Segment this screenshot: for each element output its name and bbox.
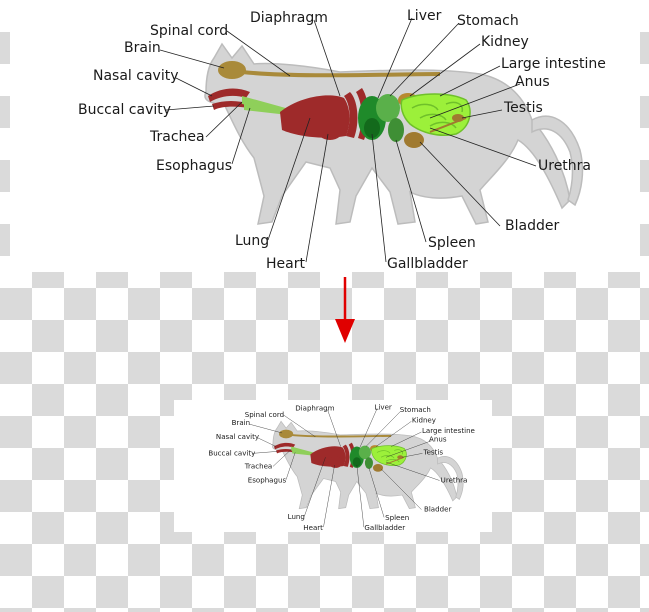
diagram-panel-thumbnail: Spinal cord Diaphragm Liver Stomach Kidn… — [174, 400, 492, 532]
label-trachea: Trachea — [150, 129, 205, 145]
leader-lines — [159, 17, 537, 263]
label-spleen: Spleen — [428, 235, 476, 251]
diagram-panel-full: Spinal cord Diaphragm Liver Stomach Kidn… — [10, 0, 640, 272]
label-stomach: Stomach — [457, 13, 519, 29]
thumb-nasal-cavity-shape — [273, 442, 296, 450]
label-spinal-cord: Spinal cord — [150, 23, 229, 39]
label-liver: Liver — [407, 8, 442, 24]
thumb-organs — [273, 429, 407, 472]
cat-anatomy-diagram: Spinal cord Diaphragm Liver Stomach Kidn… — [10, 0, 640, 272]
thumb-label-diaphragm: Diaphragm — [295, 404, 335, 413]
thumb-cat-illustration — [249, 408, 464, 528]
thumb-label-nasal-cavity: Nasal cavity — [215, 432, 260, 441]
thumb-intestine-coils — [376, 449, 403, 463]
thumbnail-diagram: Spinal cord Diaphragm Liver Stomach Kidn… — [174, 400, 492, 532]
label-buccal-cavity: Buccal cavity — [78, 102, 172, 118]
thumb-heart-shape — [328, 456, 343, 468]
label-bladder: Bladder — [505, 218, 560, 234]
thumb-leader-lines — [249, 408, 440, 528]
label-nasal-cavity: Nasal cavity — [93, 68, 179, 84]
thumb-label-lung: Lung — [287, 513, 305, 521]
label-large-intestine: Large intestine — [501, 56, 606, 72]
thumb-bladder-shape — [372, 464, 384, 472]
brain-shape — [218, 61, 246, 79]
thumb-brain-shape — [279, 429, 294, 439]
intestine-coils — [411, 101, 464, 129]
thumb-label-heart: Heart — [303, 524, 323, 532]
thumb-label-large-intestine: Large intestine — [421, 427, 475, 435]
testis-shape — [452, 114, 464, 122]
organs — [208, 61, 471, 148]
thumb-gallbladder-shape — [352, 457, 361, 467]
thumb-stomach-shape — [358, 445, 371, 460]
bladder-shape — [404, 132, 424, 148]
thumb-label-stomach: Stomach — [399, 406, 431, 415]
thumb-label-esophagus: Esophagus — [247, 476, 287, 485]
label-anus: Anus — [515, 74, 550, 90]
label-heart: Heart — [266, 256, 305, 272]
thumb-label-liver: Liver — [374, 403, 392, 412]
label-brain: Brain — [124, 40, 161, 56]
thumb-label-spinal-cord: Spinal cord — [244, 411, 285, 419]
thumb-diaphragm-shape — [342, 444, 350, 467]
thumb-testis-shape — [397, 455, 404, 460]
label-lung: Lung — [235, 233, 270, 249]
down-arrow-icon — [335, 277, 355, 343]
nasal-cavity-shape — [208, 88, 250, 102]
thumb-label-urethra: Urethra — [440, 476, 468, 485]
heart-shape — [316, 116, 344, 140]
thumb-label-anus: Anus — [429, 435, 447, 444]
label-urethra: Urethra — [538, 158, 592, 174]
cat-illustration — [159, 17, 584, 263]
thumb-label-spleen: Spleen — [385, 513, 410, 522]
thumb-label-trachea: Trachea — [244, 462, 273, 471]
diaphragm-shape — [344, 92, 358, 138]
label-diaphragm: Diaphragm — [250, 10, 328, 26]
label-testis: Testis — [504, 100, 543, 116]
thumb-label-gallbladder: Gallbladder — [364, 524, 406, 532]
stomach-shape — [376, 94, 400, 122]
gallbladder-shape — [364, 118, 380, 138]
label-kidney: Kidney — [481, 34, 529, 50]
cat-anatomy-diagram-thumbnail: Spinal cord Diaphragm Liver Stomach Kidn… — [174, 400, 492, 532]
thumb-label-buccal-cavity: Buccal cavity — [208, 449, 256, 458]
thumb-label-brain: Brain — [231, 419, 251, 428]
thumb-spleen-shape — [364, 457, 373, 469]
cat-silhouette — [204, 42, 584, 225]
thumb-spinal-cord-shape — [291, 433, 392, 438]
label-gallbladder: Gallbladder — [387, 256, 468, 272]
thumb-label-testis: Testis — [423, 448, 444, 457]
spinal-cord-shape — [241, 70, 441, 78]
thumb-label-kidney: Kidney — [411, 416, 436, 425]
spleen-shape — [388, 118, 404, 142]
label-esophagus: Esophagus — [156, 158, 233, 174]
thumb-label-bladder: Bladder — [423, 505, 452, 514]
